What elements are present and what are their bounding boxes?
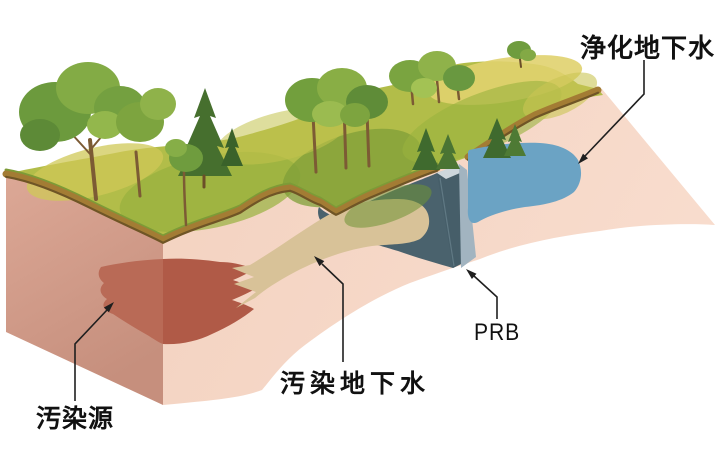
label-purified-groundwater: 浄化地下水 [580, 33, 716, 63]
left-soil-face [6, 174, 163, 405]
arrow-pollution-source [74, 309, 108, 401]
arrowhead-pollution-source [103, 302, 114, 313]
label-contaminated-groundwater: 汚染地下水 [280, 370, 431, 398]
prb-wall-side-face [459, 164, 476, 268]
trees [19, 41, 536, 227]
arrowheads [103, 153, 588, 313]
annotation-arrows [74, 60, 645, 401]
contaminated-plume [232, 199, 430, 308]
arrowhead-clean-plume [578, 153, 588, 164]
arrow-prb [473, 275, 498, 319]
prb-wall-seam [439, 177, 455, 267]
arrow-contaminated-plume [321, 263, 344, 362]
label-prb: PRB [474, 319, 521, 346]
clean-plume [467, 142, 582, 224]
pollution-source-blob-left [98, 259, 163, 344]
arrow-clean-plume [584, 60, 645, 157]
prb-wall [437, 164, 476, 268]
soil-edge-band [2, 86, 602, 245]
arrowhead-prb [466, 269, 477, 279]
arrowhead-contaminated-plume [314, 256, 325, 267]
pollution-source-blob-front [163, 258, 257, 345]
label-pollution-source: 汚染源 [36, 405, 115, 433]
